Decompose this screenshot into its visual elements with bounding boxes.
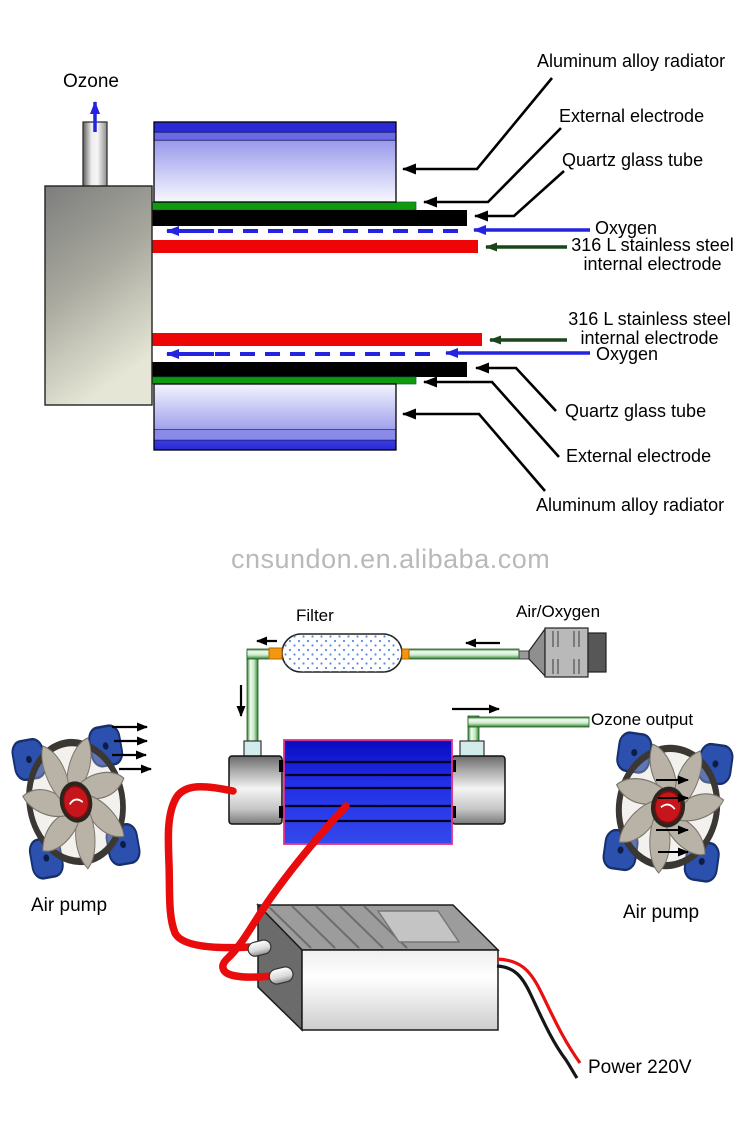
external-electrode-strip-upper bbox=[151, 201, 417, 211]
box-top-label-inset bbox=[376, 910, 461, 943]
power-220v-label: Power 220V bbox=[588, 1057, 692, 1078]
box-terminal-1 bbox=[247, 939, 272, 957]
quartz-tube-strip-upper bbox=[152, 210, 467, 226]
quartz-pointer-upper bbox=[474, 170, 565, 222]
air-pump-fan-left bbox=[11, 724, 142, 880]
cable-from-cap bbox=[164, 782, 254, 952]
tube-vertical-left bbox=[246, 651, 259, 745]
radiator-upper bbox=[153, 121, 397, 203]
airflow-arrows-left bbox=[112, 722, 152, 774]
tube-ozone-out-horizontal bbox=[467, 716, 590, 728]
air-oxygen-label: Air/Oxygen bbox=[516, 602, 601, 621]
ozone-label: Ozone bbox=[63, 71, 119, 92]
high-voltage-cables bbox=[164, 782, 350, 981]
tube-cross-section bbox=[44, 77, 590, 492]
tube-body-blue bbox=[283, 739, 453, 845]
ozone-output-label: Ozone output bbox=[591, 710, 694, 729]
flow-schematic bbox=[11, 627, 734, 1079]
tube-cap-right bbox=[451, 755, 506, 825]
tube-filter-to-inlet bbox=[407, 648, 520, 660]
power-supply-box bbox=[256, 903, 500, 1032]
cable-from-body bbox=[219, 802, 350, 981]
air-pump-right-label: Air pump bbox=[623, 902, 700, 923]
nozzle-right bbox=[459, 740, 485, 758]
upper-external-electrode-label: External electrode bbox=[559, 106, 705, 126]
upper-oxygen-label: Oxygen bbox=[595, 218, 658, 238]
watermark: cnsundon.en.alibaba.com bbox=[231, 544, 551, 574]
lower-external-electrode-label: External electrode bbox=[566, 446, 712, 466]
radiator-lower bbox=[153, 383, 397, 451]
tube-cap-left bbox=[228, 755, 283, 825]
radiator-pointer-lower bbox=[402, 408, 546, 492]
upper-radiator-label: Aluminum alloy radiator bbox=[537, 51, 726, 71]
radiator-pointer-upper bbox=[402, 77, 554, 175]
lower-quartz-tube-label: Quartz glass tube bbox=[565, 401, 707, 421]
filter-label: Filter bbox=[296, 606, 334, 625]
air-oxygen-connector bbox=[518, 627, 607, 678]
ozone-outlet-stub bbox=[82, 121, 108, 191]
upper-internal-electrode-line1: 316 L stainless steel bbox=[571, 235, 734, 255]
box-terminal-2 bbox=[268, 966, 294, 985]
external-electrode-strip-lower bbox=[151, 376, 417, 385]
lower-radiator-label: Aluminum alloy radiator bbox=[536, 495, 725, 515]
internal-electrode-strip-upper bbox=[152, 240, 478, 253]
airflow-arrows-right bbox=[656, 775, 689, 857]
external-electrode-pointer-upper bbox=[423, 127, 562, 208]
air-pump-fan-right bbox=[602, 731, 734, 882]
quartz-tube-strip-lower bbox=[152, 362, 467, 377]
generator-tube bbox=[228, 739, 506, 845]
internal-electrode-strip-lower bbox=[152, 333, 482, 346]
mains-wire-black bbox=[496, 964, 579, 1079]
filter-capsule-dots bbox=[282, 634, 402, 672]
nozzle-left bbox=[243, 740, 262, 758]
filter-connector-left bbox=[268, 647, 283, 660]
external-electrode-pointer-lower bbox=[423, 376, 560, 458]
quartz-pointer-lower bbox=[475, 362, 557, 412]
flow-arrows bbox=[236, 636, 500, 717]
upper-internal-electrode-line2: internal electrode bbox=[583, 253, 722, 274]
mains-wire-red bbox=[496, 957, 582, 1064]
upper-quartz-tube-label: Quartz glass tube bbox=[562, 150, 704, 170]
tube-horizontal-left bbox=[246, 648, 272, 660]
lower-oxygen-label: Oxygen bbox=[596, 344, 659, 364]
lower-internal-electrode-line1: 316 L stainless steel bbox=[568, 309, 731, 329]
box-front-face bbox=[301, 949, 499, 1031]
upper-internal-electrode-label: 316 L stainless steel internal electrode bbox=[560, 236, 745, 274]
lower-internal-electrode-line2: internal electrode bbox=[580, 327, 719, 348]
air-pump-left-label: Air pump bbox=[31, 895, 108, 916]
generator-body-block bbox=[44, 185, 153, 406]
lower-internal-electrode-label: 316 L stainless steel internal electrode bbox=[557, 310, 742, 348]
filter-connector-right bbox=[401, 648, 410, 660]
